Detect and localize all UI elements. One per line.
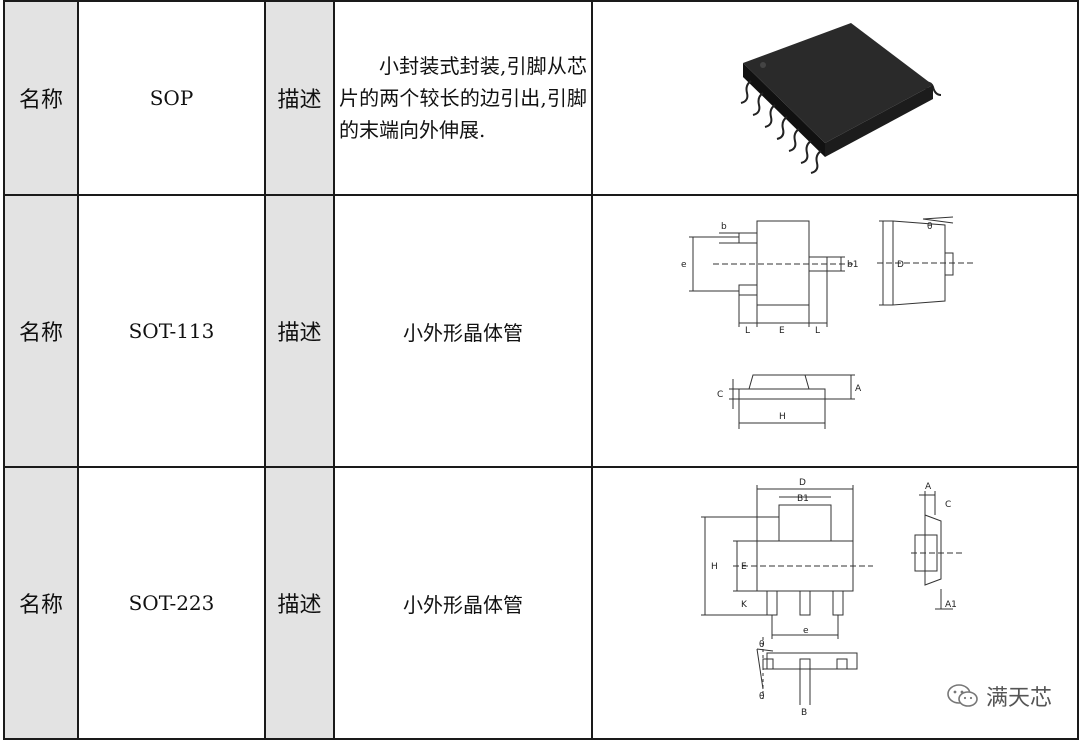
package-name: SOT-223 [77,466,266,740]
watermark-text: 满天芯 [985,686,1052,711]
package-name: SOT-113 [77,194,266,468]
dim-label-L2: L [815,326,820,336]
dim-label-theta: θ [759,640,765,650]
table-row: 名称 SOT-223 描述 小外形晶体管 [3,466,1079,740]
name-label: 名称 [3,466,79,740]
dim-label-A: A [925,482,932,492]
dim-label-L1: L [745,326,750,336]
dim-label-K: K [741,600,748,610]
dim-label-B1: B1 [797,494,809,504]
dim-label-A: A [855,384,862,394]
dim-label-D: D [897,260,904,270]
package-image-cell [591,0,1079,196]
table-row: 名称 SOT-113 描述 小外形晶体管 [3,194,1079,468]
dim-label-H: H [711,562,718,572]
dim-label-H: H [779,412,786,422]
dim-label-A1: A1 [945,600,957,610]
package-description: 小外形晶体管 [333,466,593,740]
desc-label: 描述 [264,0,335,196]
sot-223-dimension-drawing: D B1 H E K e A C A1 θ θ B [701,478,963,718]
dim-label-theta: θ [759,692,765,702]
dim-label-C: C [945,500,951,510]
table-row: 名称 SOP 描述 小封装式封装,引脚从芯片的两个较长的边引出,引脚的末端向外伸… [3,0,1079,196]
dim-label-theta: θ [927,222,933,232]
dim-label-D: D [799,478,806,488]
name-label: 名称 [3,0,79,196]
dim-label-b: b [721,222,727,232]
package-image-cell: D B1 H E K e A C A1 θ θ B [591,466,1079,740]
dim-label-B: B [801,708,807,718]
watermark: 满天芯 [946,680,1052,712]
wechat-icon [947,684,978,707]
desc-label: 描述 [264,194,335,468]
sop-chip-illustration [740,23,942,174]
name-label: 名称 [3,194,79,468]
dim-label-e: e [681,260,687,270]
package-description: 小外形晶体管 [333,194,593,468]
package-table: 名称 SOP 描述 小封装式封装,引脚从芯片的两个较长的边引出,引脚的末端向外伸… [3,0,1079,740]
desc-label: 描述 [264,466,335,740]
package-name: SOP [77,0,266,196]
package-description: 小封装式封装,引脚从芯片的两个较长的边引出,引脚的末端向外伸展. [333,0,593,196]
sot-113-dimension-drawing: b b1 e D θ L E L C A H [681,216,973,429]
package-image-cell: b b1 e D θ L E L C A H [591,194,1079,468]
dim-label-C: C [717,390,723,400]
dim-label-e: e [803,626,809,636]
dim-label-E: E [741,562,747,572]
dim-label-b1: b1 [847,260,858,270]
dim-label-E: E [779,326,785,336]
